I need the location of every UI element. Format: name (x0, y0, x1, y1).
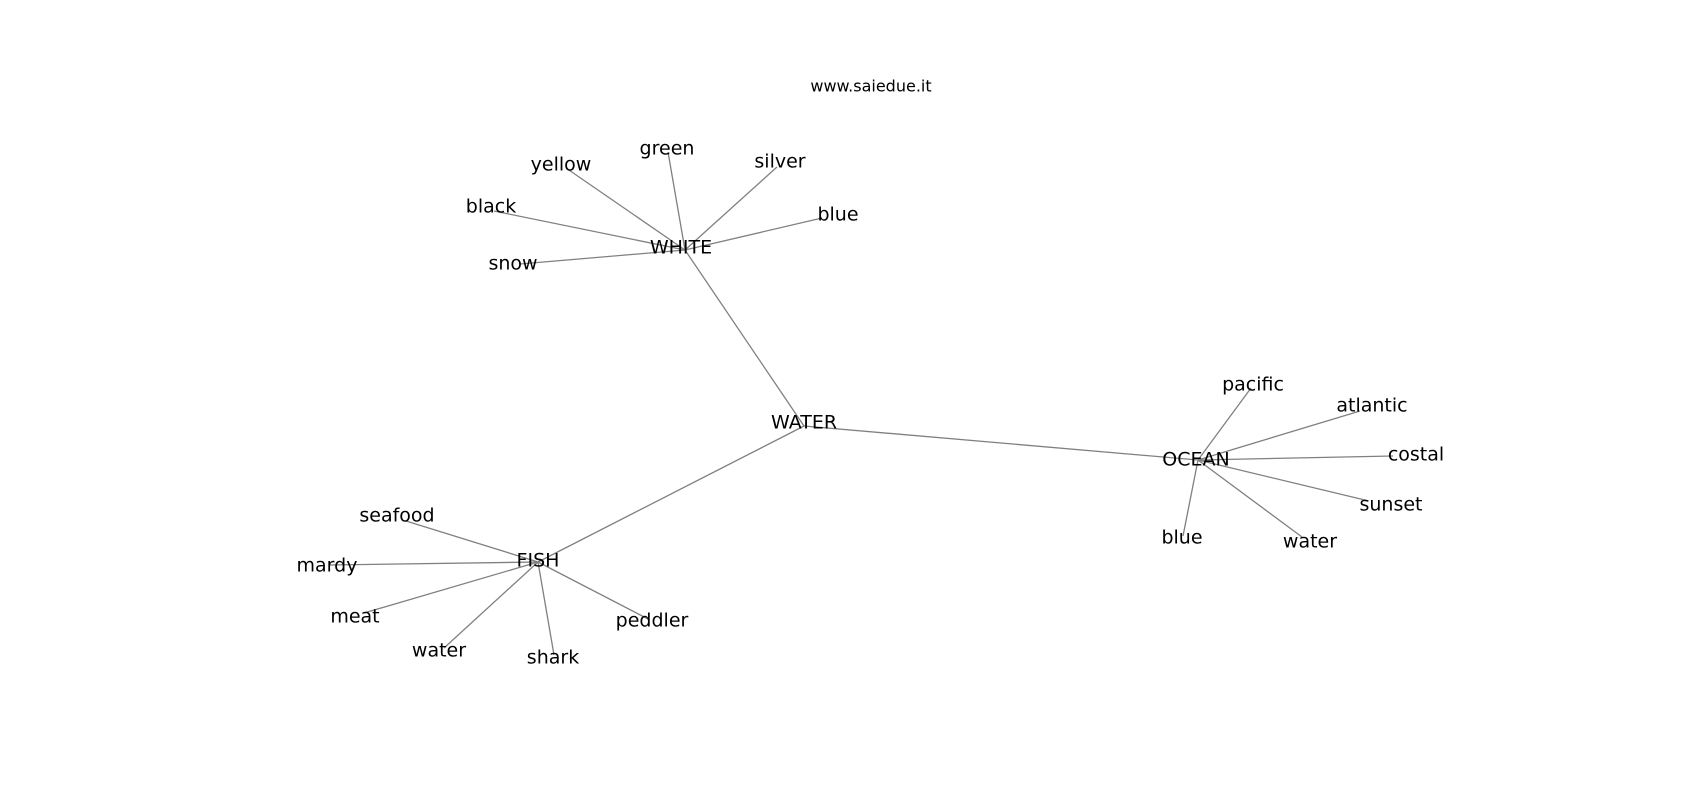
edge-white-yellow (565, 167, 686, 251)
node-white: WHITE (650, 237, 712, 259)
graph-edges (329, 151, 1394, 656)
edge-white-black (493, 210, 686, 251)
edge-ocean-blue (1182, 459, 1199, 537)
leaf-ocean-costal: costal (1388, 444, 1444, 466)
edge-fish-mardy (329, 561, 539, 566)
edge-water-white (684, 249, 805, 427)
edge-ocean-water (1197, 459, 1303, 538)
graph-labels: www.saiedue.it WATER WHITE OCEAN FISH ye… (297, 77, 1445, 669)
edge-white-blue (684, 217, 823, 251)
leaf-ocean-water: water (1283, 531, 1337, 553)
edge-white-snow (519, 249, 686, 265)
edge-water-ocean (803, 425, 1199, 461)
leaf-fish-seafood: seafood (359, 505, 434, 527)
leaf-white-black: black (466, 196, 516, 218)
edge-fish-peddler (537, 561, 649, 620)
site-url-label: www.saiedue.it (810, 77, 931, 96)
edge-ocean-sunset (1197, 459, 1370, 502)
leaf-white-silver: silver (754, 151, 805, 173)
edge-fish-seafood (405, 520, 539, 563)
leaf-ocean-atlantic: atlantic (1336, 395, 1407, 417)
leaf-fish-shark: shark (527, 647, 579, 669)
leaf-white-blue: blue (817, 204, 858, 226)
edge-fish-shark (537, 561, 555, 656)
edge-ocean-costal (1197, 455, 1394, 461)
edge-fish-meat (363, 561, 539, 614)
leaf-white-yellow: yellow (531, 154, 592, 176)
edge-water-fish (537, 425, 805, 563)
leaf-ocean-pacific: pacific (1222, 374, 1284, 396)
leaf-white-snow: snow (488, 253, 537, 275)
leaf-fish-meat: meat (330, 606, 379, 628)
leaf-fish-peddler: peddler (616, 610, 689, 632)
edge-white-green (667, 151, 686, 251)
node-fish: FISH (517, 550, 560, 572)
leaf-white-green: green (640, 138, 695, 160)
leaf-fish-water: water (412, 640, 466, 662)
edge-white-silver (684, 166, 778, 251)
leaf-ocean-blue: blue (1161, 527, 1202, 549)
edge-ocean-pacific (1197, 387, 1252, 461)
node-ocean: OCEAN (1162, 449, 1229, 471)
edge-ocean-atlantic (1197, 410, 1361, 461)
leaf-ocean-sunset: sunset (1359, 494, 1422, 516)
edge-fish-water (443, 561, 539, 649)
node-water: WATER (771, 412, 837, 434)
leaf-fish-mardy: mardy (297, 555, 358, 577)
